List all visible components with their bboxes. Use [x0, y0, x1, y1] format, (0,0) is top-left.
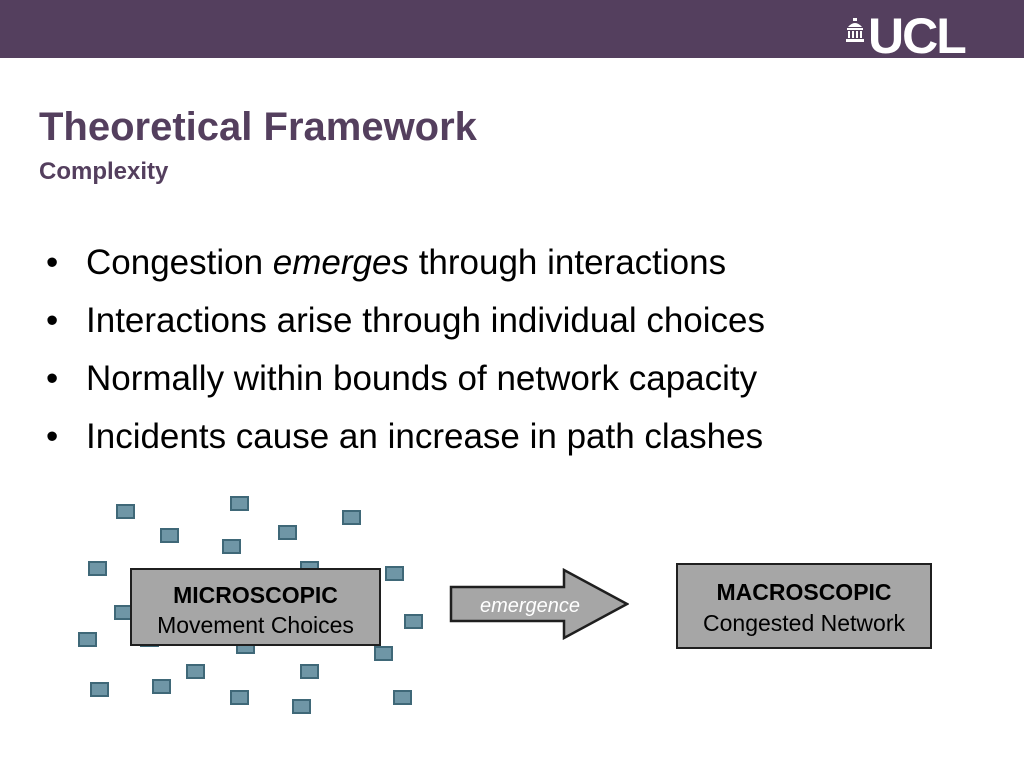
agent-square	[160, 528, 179, 543]
agent-square	[116, 504, 135, 519]
agent-square	[230, 496, 249, 511]
bullet-text: Congestion	[86, 243, 273, 282]
microscopic-heading: MICROSCOPIC	[173, 582, 338, 608]
bullet-item: • Congestion emerges through interactions	[46, 234, 765, 292]
bullet-list: • Congestion emerges through interactions…	[46, 234, 765, 466]
agent-square	[292, 699, 311, 714]
macroscopic-box: MACROSCOPIC Congested Network	[676, 563, 932, 649]
microscopic-box: MICROSCOPIC Movement Choices	[130, 568, 381, 646]
macroscopic-heading: MACROSCOPIC	[716, 579, 892, 605]
agent-square	[152, 679, 171, 694]
logo-text: UCL	[868, 8, 967, 64]
agent-square	[278, 525, 297, 540]
bullet-text: Interactions arise through individual ch…	[86, 301, 765, 340]
ucl-logo: UCL	[846, 8, 967, 64]
microscopic-subtitle: Movement Choices	[157, 612, 354, 638]
bullet-item: • Normally within bounds of network capac…	[46, 350, 765, 408]
bullet-emphasis: emerges	[272, 243, 409, 282]
agent-square	[186, 664, 205, 679]
agent-square	[222, 539, 241, 554]
agent-square	[342, 510, 361, 525]
bullet-item: • Incidents cause an increase in path cla…	[46, 408, 765, 466]
bullet-text: Incidents cause an increase in path clas…	[86, 417, 764, 456]
agent-square	[90, 682, 109, 697]
agent-square	[300, 664, 319, 679]
bullet-item: • Interactions arise through individual c…	[46, 292, 765, 350]
agent-square	[230, 690, 249, 705]
emergence-arrow-icon	[449, 568, 629, 640]
portico-icon	[846, 18, 864, 42]
agent-square	[385, 566, 404, 581]
emergence-label: emergence	[479, 595, 581, 617]
macroscopic-subtitle: Congested Network	[703, 610, 905, 636]
bullet-icon: •	[46, 417, 59, 456]
bullet-icon: •	[46, 243, 59, 282]
agent-square	[374, 646, 393, 661]
bullet-icon: •	[46, 301, 59, 340]
agent-square	[404, 614, 423, 629]
bullet-text: Normally within bounds of network capaci…	[86, 359, 758, 398]
bullet-text-end: through interactions	[408, 243, 727, 282]
slide-subtitle: Complexity	[39, 158, 169, 185]
agent-square	[88, 561, 107, 576]
slide-title: Theoretical Framework	[39, 105, 477, 149]
bullet-icon: •	[46, 359, 59, 398]
agent-square	[78, 632, 97, 647]
agent-square	[393, 690, 412, 705]
